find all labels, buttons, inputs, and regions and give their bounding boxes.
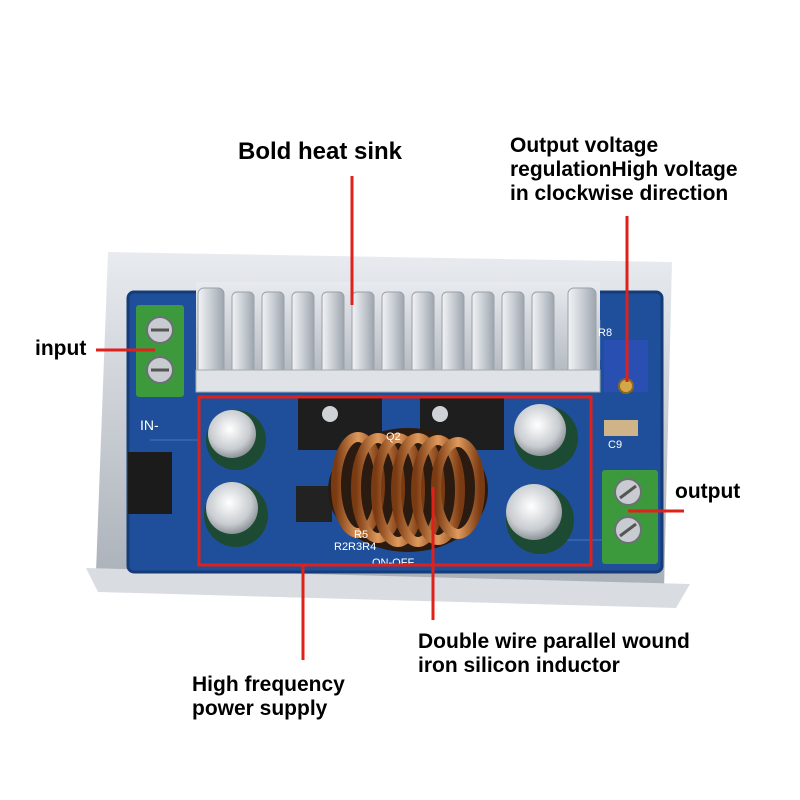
label-power-supply-line2: power supply <box>192 697 328 720</box>
silk-q2: Q2 <box>386 431 401 443</box>
capacitors <box>204 404 578 554</box>
output-terminal <box>602 470 658 564</box>
heat-sink <box>195 282 601 393</box>
controller-ic <box>296 486 332 522</box>
silk-in-minus: IN- <box>140 417 159 433</box>
regulator-chip <box>128 452 172 514</box>
label-input: input <box>35 337 87 360</box>
label-regulation-line2: regulationHigh voltage <box>510 158 738 181</box>
label-output: output <box>675 480 741 503</box>
mosfets <box>298 398 504 450</box>
silk-r2r3r4: R2R3R4 <box>334 541 376 553</box>
silk-r5: R5 <box>354 529 368 541</box>
inductor <box>328 428 488 552</box>
silk-on-off: ON-OFF <box>372 557 414 569</box>
label-regulation: Output voltage regulationHigh voltage in… <box>510 134 738 206</box>
label-regulation-line3: in clockwise direction <box>510 182 729 205</box>
input-terminal <box>136 305 184 397</box>
label-regulation-line1: Output voltage <box>510 134 659 157</box>
label-heat-sink: Bold heat sink <box>238 138 403 165</box>
highlight-box <box>197 395 593 567</box>
silk-r8: R8 <box>598 327 612 339</box>
label-inductor-line1: Double wire parallel wound <box>418 630 690 653</box>
label-power-supply-line1: High frequency <box>192 673 345 696</box>
label-inductor: Double wire parallel wound iron silicon … <box>418 630 690 678</box>
annotations <box>96 176 684 660</box>
silk-c9: C9 <box>608 439 622 451</box>
label-inductor-line2: iron silicon inductor <box>418 654 620 677</box>
label-power-supply: High frequency power supply <box>192 673 345 721</box>
c9-capacitor <box>604 420 638 436</box>
